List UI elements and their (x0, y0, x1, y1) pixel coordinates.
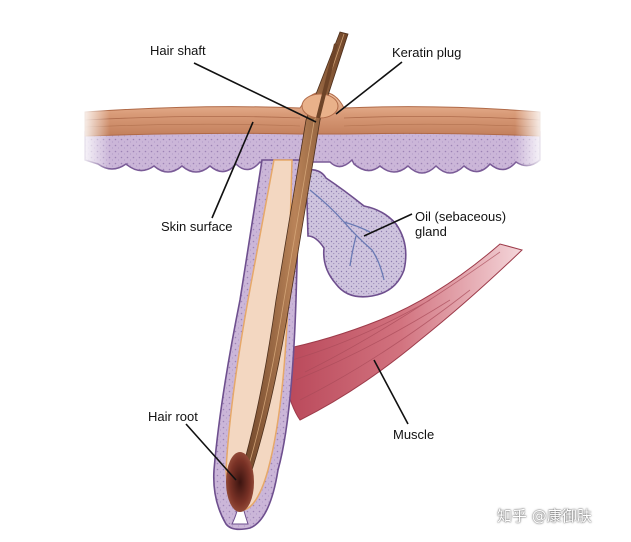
hair-shaft-label: Hair shaft (150, 43, 206, 58)
sebaceous-gland (305, 168, 407, 298)
leader-hair-shaft (193, 62, 317, 123)
skin-surface-label: Skin surface (161, 219, 233, 234)
leader-oil-gland (363, 213, 413, 237)
watermark: 知乎 @康御肤 (497, 507, 592, 525)
leader-skin-surface (211, 121, 254, 219)
leader-lines (185, 61, 413, 481)
muscle-label: Muscle (393, 427, 435, 442)
oil-gland-label: Oil (sebaceous) gland (415, 209, 507, 239)
arrector-pili-muscle (279, 243, 523, 421)
leader-hair-root (185, 423, 237, 481)
hair-root-label: Hair root (148, 409, 198, 424)
leader-keratin-plug (335, 61, 403, 115)
hair-bulb (226, 452, 254, 512)
keratin-plug-label: Keratin plug (392, 45, 462, 60)
leader-muscle (373, 359, 409, 425)
